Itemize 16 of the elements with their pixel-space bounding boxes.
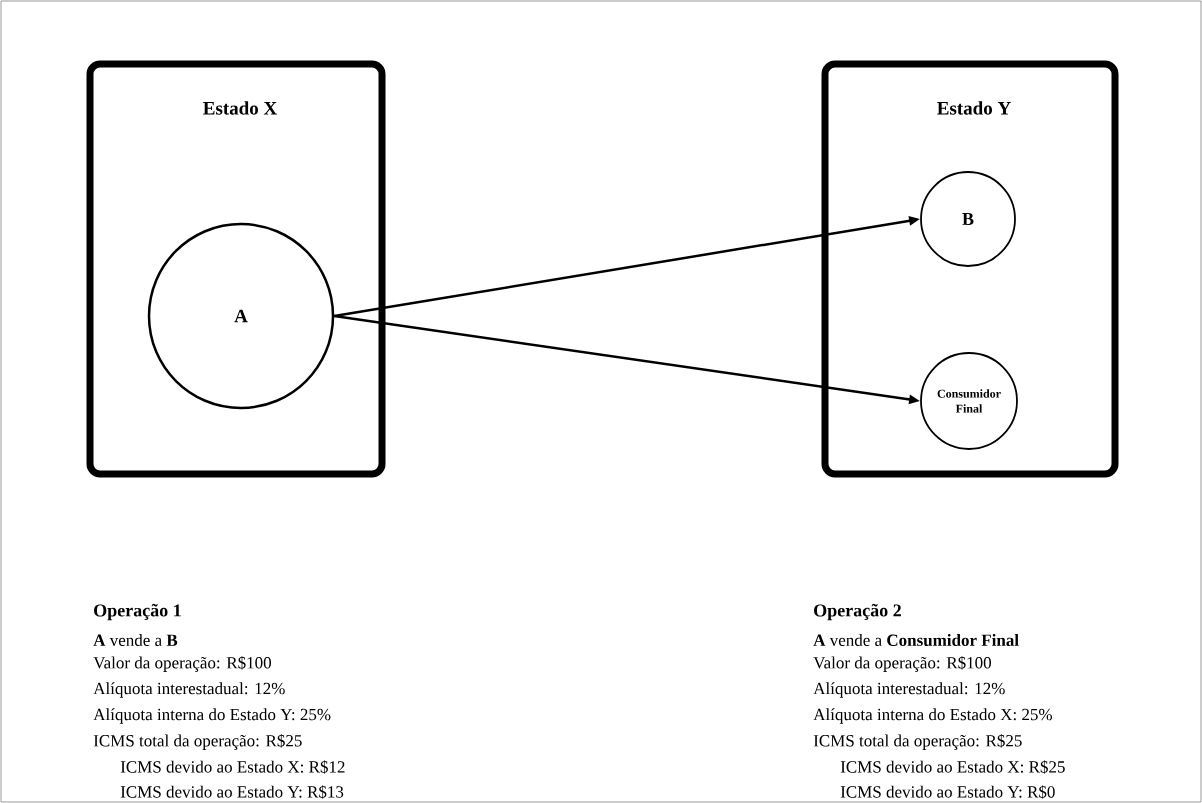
text-line: Valor da operação: R$100 xyxy=(813,656,991,672)
text-line: ICMS devido ao Estado X: R$25 xyxy=(840,760,1065,774)
text-line: A vende a B xyxy=(93,634,178,646)
text-line: Alíquota interestadual: 12% xyxy=(813,682,1005,698)
text-line: ICMS devido ao Estado Y: R$0 xyxy=(840,785,1055,799)
text-line: A vende a Consumidor Final xyxy=(813,634,1019,646)
text-line: ICMS total da operação: R$25 xyxy=(93,734,302,750)
text-line: Valor da operação: R$100 xyxy=(93,656,271,672)
section-heading: Operação 1 xyxy=(94,603,181,621)
section-heading: Operação 2 xyxy=(814,603,901,621)
text-line: Alíquota interna do Estado Y: 25% xyxy=(93,708,331,724)
text-line: ICMS devido ao Estado X: R$12 xyxy=(120,760,345,774)
text-line: ICMS total da operação: R$25 xyxy=(813,734,1022,750)
text-line: Alíquota interestadual: 12% xyxy=(93,682,285,698)
text-line: ICMS devido ao Estado Y: R$13 xyxy=(120,785,344,799)
text-line: Alíquota interna do Estado X: 25% xyxy=(813,708,1052,724)
